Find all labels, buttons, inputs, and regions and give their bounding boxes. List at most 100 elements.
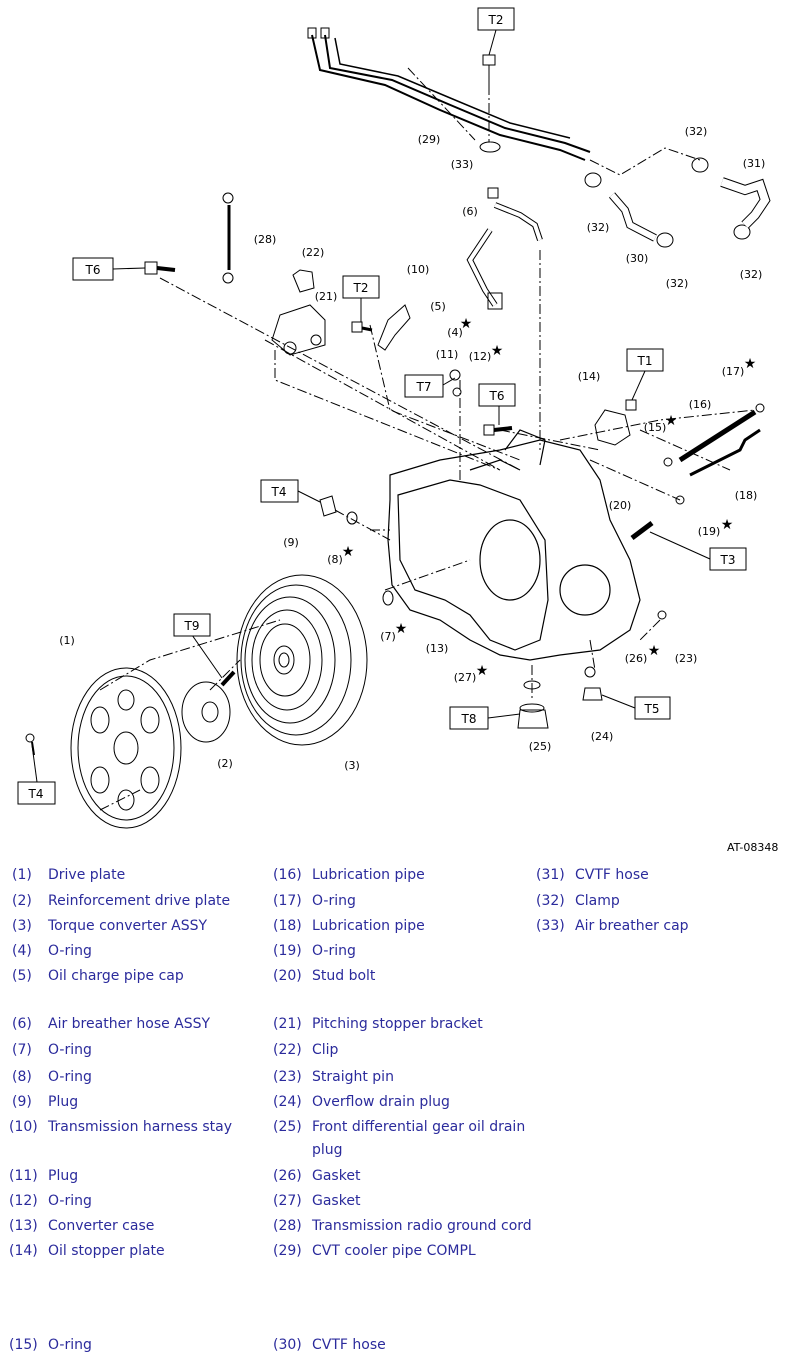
star-icon: ★ [476, 663, 489, 679]
legend-item: (32)Clamp [536, 893, 620, 909]
legend-item: (21)Pitching stopper bracket [273, 1016, 483, 1032]
star-icon: ★ [721, 517, 734, 533]
legend-item: (27)Gasket [273, 1193, 361, 1209]
plug-9 [319, 495, 337, 517]
callout-2: (2) [217, 757, 233, 770]
svg-text:T6: T6 [489, 389, 505, 403]
callout-8: (8) [327, 553, 343, 566]
legend-item: (30)CVTF hose [273, 1337, 386, 1353]
bolt-t9 [220, 670, 236, 687]
callout-5: (5) [430, 300, 446, 313]
callout-20: (20) [609, 499, 632, 512]
callout-19: (19) [698, 525, 721, 538]
callout-26: (26) [625, 652, 648, 665]
torque-label-boxes: T2 T6 T2 T7 T1 T6 T4 T3 T9 T8 T5 T4 [17, 7, 747, 805]
bolt-t1 [625, 399, 637, 411]
star-markers: ★ ★ ★ ★ ★ ★ ★ ★ ★ [342, 316, 757, 679]
callout-9: (9) [283, 536, 299, 549]
legend-item: (5)Oil charge pipe cap [12, 968, 184, 984]
torque-box-t8: T8 [449, 706, 489, 730]
bolt-t6-left [144, 261, 176, 275]
svg-text:T1: T1 [637, 354, 653, 368]
cvt-cooler-pipe [311, 34, 586, 161]
legend-item: (3)Torque converter ASSY [12, 918, 208, 934]
callout-33: (33) [451, 158, 474, 171]
star-icon: ★ [665, 413, 678, 429]
callout-15: (15) [644, 421, 667, 434]
svg-text:T4: T4 [28, 787, 44, 801]
legend-item: (4)O-ring [12, 943, 92, 959]
legend-item: (10)Transmission harness stay [9, 1119, 233, 1135]
torque-box-t2-mid: T2 [342, 275, 380, 299]
svg-text:T3: T3 [720, 553, 736, 567]
callout-4: (4) [447, 326, 463, 339]
torque-box-t4-top: T4 [260, 479, 299, 503]
pitching-stopper-bracket [271, 269, 326, 356]
svg-text:T7: T7 [416, 380, 432, 394]
torque-box-t9: T9 [173, 613, 211, 637]
callout-10: (10) [407, 263, 430, 276]
torque-box-t6-left: T6 [72, 257, 114, 281]
legend-item: (6)Air breather hose ASSY [12, 1016, 211, 1032]
star-icon: ★ [491, 343, 504, 359]
svg-text:T5: T5 [644, 702, 660, 716]
legend-item: (19)O-ring [273, 943, 356, 959]
svg-text:T2: T2 [353, 281, 369, 295]
star-icon: ★ [648, 643, 661, 659]
drive-plate [70, 667, 182, 829]
torque-box-t2-top: T2 [477, 7, 515, 31]
callout-29: (29) [418, 133, 441, 146]
star-icon: ★ [395, 621, 408, 637]
torque-box-t4-bottom: T4 [17, 781, 56, 805]
front-diff-drain-plug [517, 709, 549, 729]
callout-32d: (32) [740, 268, 763, 281]
callout-3: (3) [344, 759, 360, 772]
legend-item: (7)O-ring [12, 1042, 92, 1058]
callout-18: (18) [735, 489, 758, 502]
torque-box-t7: T7 [404, 374, 444, 398]
svg-text:T9: T9 [184, 619, 200, 633]
callout-31: (31) [743, 157, 766, 170]
svg-text:T6: T6 [85, 263, 101, 277]
legend-item: (14)Oil stopper plate [9, 1243, 165, 1259]
svg-text:T2: T2 [488, 13, 504, 27]
star-icon: ★ [342, 544, 355, 560]
bolt-t2-small [351, 321, 373, 333]
callout-22: (22) [302, 246, 325, 259]
callout-21: (21) [315, 290, 338, 303]
stud-bolt [630, 521, 654, 540]
callout-27: (27) [454, 671, 477, 684]
bolt-top [482, 54, 496, 85]
callout-25: (25) [529, 740, 552, 753]
legend-item: (25)Front differential gear oil drain pl… [273, 1119, 526, 1158]
star-icon: ★ [460, 316, 473, 332]
legend-item: (13)Converter case [9, 1218, 155, 1234]
torque-box-t3: T3 [709, 547, 747, 571]
torque-box-t1: T1 [626, 348, 664, 372]
legend-item: (2)Reinforcement drive plate [12, 893, 231, 909]
star-icon: ★ [744, 356, 757, 372]
legend-item: (20)Stud bolt [273, 968, 376, 984]
lubrication-pipe-16 [678, 409, 757, 463]
legend-item: (11)Plug [9, 1168, 79, 1184]
svg-text:T4: T4 [271, 485, 287, 499]
legend-item: (22)Clip [273, 1042, 339, 1058]
legend-item: (16)Lubrication pipe [273, 867, 425, 883]
legend-item: (28)Transmission radio ground cord [273, 1218, 532, 1234]
clamps [584, 157, 751, 248]
torque-box-t5: T5 [634, 696, 671, 720]
legend-item: (1)Drive plate [12, 867, 126, 883]
torque-converter [236, 574, 368, 746]
callout-17: (17) [722, 365, 745, 378]
legend-item: (33)Air breather cap [536, 918, 689, 934]
overflow-drain-plug [582, 687, 603, 701]
legend-item: (31)CVTF hose [536, 867, 649, 883]
callout-14: (14) [578, 370, 601, 383]
callout-24: (24) [591, 730, 614, 743]
callout-16: (16) [689, 398, 712, 411]
callout-32c: (32) [666, 277, 689, 290]
callout-6: (6) [462, 205, 478, 218]
oil-stopper-plate [594, 409, 631, 446]
lubrication-pipe-18 [689, 428, 761, 477]
callout-32a: (32) [685, 125, 708, 138]
